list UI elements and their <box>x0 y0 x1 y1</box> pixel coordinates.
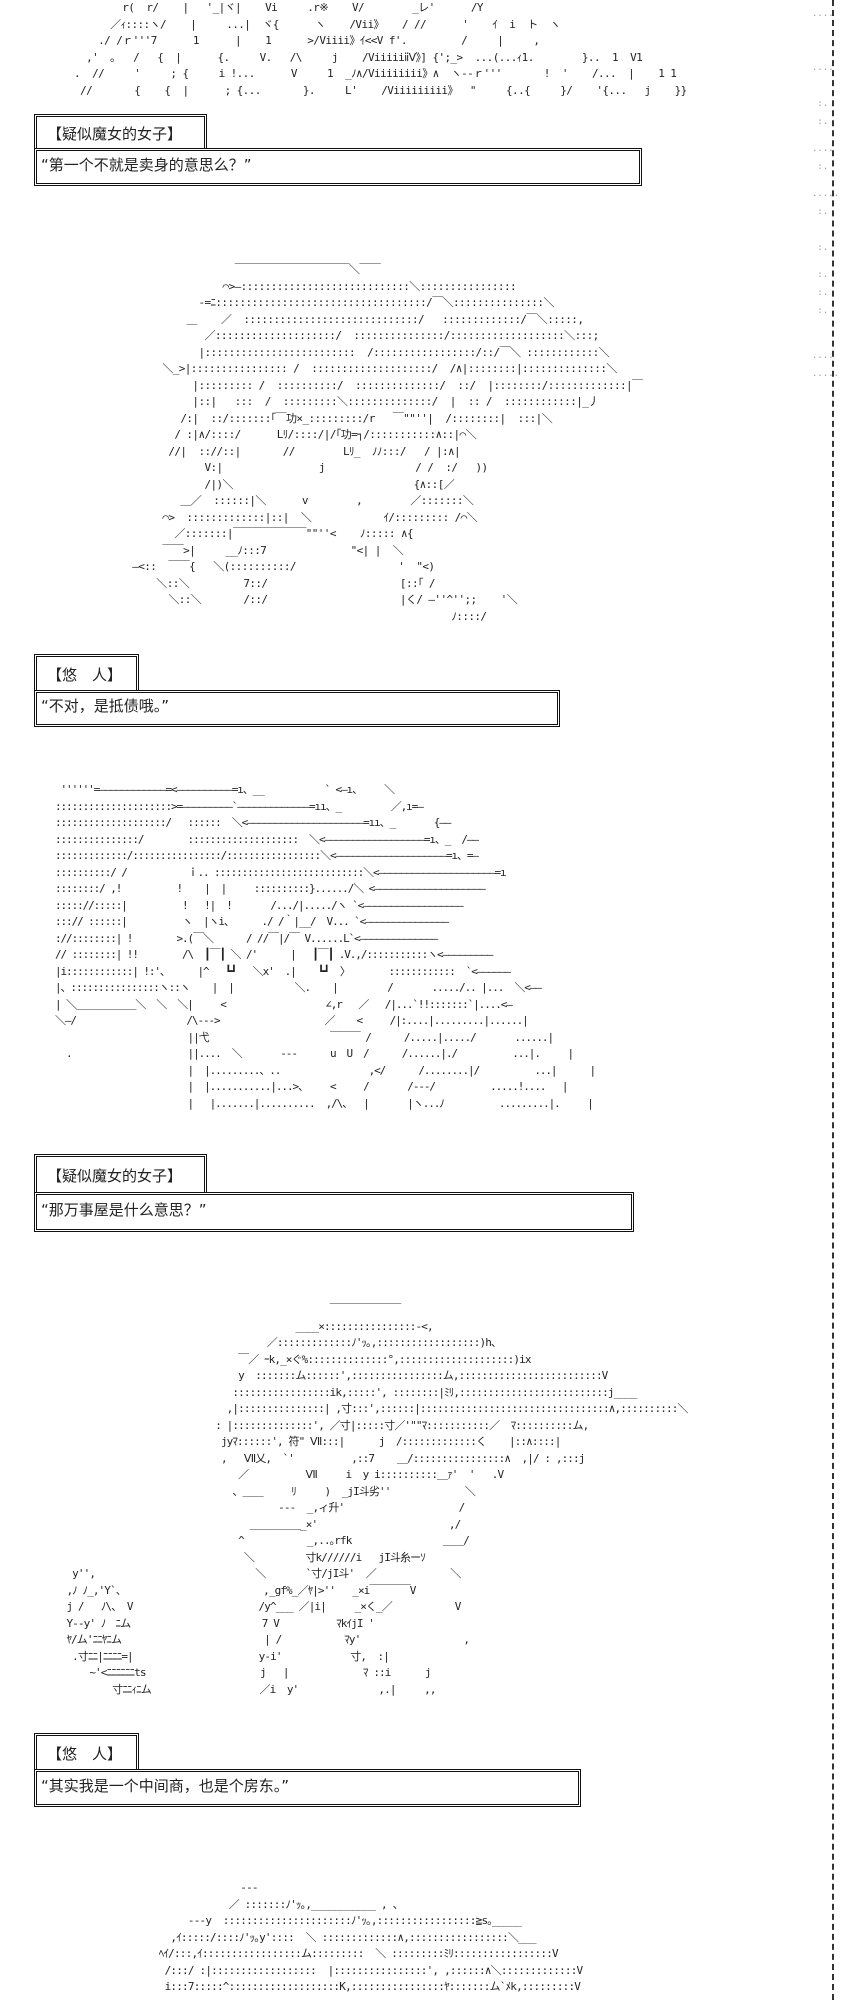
dialogue-box: “其实我是一个中间商，也是个房东。” <box>34 1769 581 1807</box>
ascii-art-panel-3: ''''''=――――――――――――=<――――――――――=ı、__ ` <… <box>55 783 596 1110</box>
ascii-art-panel-4: ￣￣￣￣￣￣￣ ____×::::::::::::::::-<, ／::::::… <box>66 1303 688 1696</box>
speaker-name: 【悠 人】 <box>47 666 123 684</box>
speaker-name-box: 【悠 人】 <box>34 654 139 692</box>
dialogue-box: “那万事屋是什么意思？” <box>34 1192 634 1232</box>
dialogue-box: “第一个不就是卖身的意思么？” <box>34 148 642 186</box>
ascii-art-panel-2: ￣￣￣￣￣￣￣￣￣￣￣＼￣￣ ⌒>―::::::::::::::::::::::… <box>132 263 643 623</box>
speaker-name: 【疑似魔女的女子】 <box>47 125 183 143</box>
speaker-name-box: 【疑似魔女的女子】 <box>34 1154 207 1194</box>
dialogue-text: “其实我是一个中间商，也是个房东。” <box>41 1776 290 1795</box>
dialogue-text: “不对，是抵债哦。” <box>41 697 170 715</box>
speaker-name-box: 【悠 人】 <box>34 1733 139 1771</box>
dialogue-text: “第一个不就是卖身的意思么？” <box>41 155 252 174</box>
speaker-name: 【疑似魔女的女子】 <box>47 1167 183 1185</box>
speaker-name: 【悠 人】 <box>47 1745 123 1763</box>
dialogue-box: “不对，是抵债哦。” <box>34 690 560 727</box>
ascii-art-panel-1: r( r/ | '_|ヾ| Vi .r※ V/ _レ' /Y ／ｨ::::ヽ/ … <box>74 1 687 97</box>
page-right-rule <box>832 0 834 2000</box>
speaker-name-box: 【疑似魔女的女子】 <box>34 114 207 150</box>
dialogue-text: “那万事屋是什么意思？” <box>41 1200 207 1219</box>
rule-dot-marks: .... .... :. :. .... :. ..... :. :. :. :… <box>812 9 840 379</box>
ascii-art-panel-5: --- ／ :::::::ﾉ'ｯ｡,___________ , 、 ---y :… <box>158 1881 583 1993</box>
